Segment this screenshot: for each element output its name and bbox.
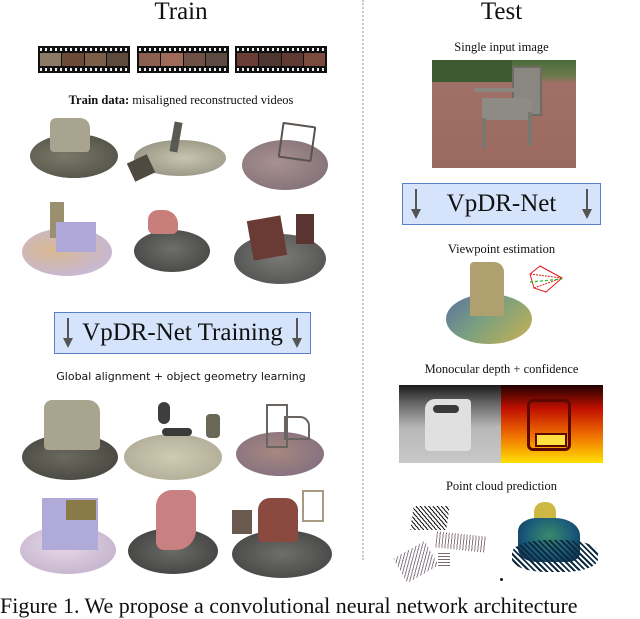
- video-filmstrip-3: [235, 46, 327, 73]
- down-arrow-icon: [411, 189, 421, 219]
- video-filmstrip-2: [137, 46, 229, 73]
- aligned-pink-chair: [128, 486, 220, 574]
- down-arrow-icon: [63, 318, 73, 348]
- reconstruction-metal-chair: [240, 120, 330, 190]
- reconstruction-pink-chair: [132, 208, 212, 272]
- train-data-caption: Train data: misaligned reconstructed vid…: [0, 93, 362, 108]
- reconstruction-sofa-chair: [22, 202, 114, 276]
- viewpoint-chair-reconstruction: [446, 258, 536, 344]
- reconstruction-armchair-gray: [30, 118, 120, 180]
- aligned-office-chair: [124, 400, 222, 480]
- vpdr-net-training-box: VpDR-Net Training: [54, 312, 311, 354]
- point-cloud-gray: [392, 502, 488, 584]
- down-arrow-icon: [582, 189, 592, 219]
- depth-map: [399, 385, 501, 463]
- confidence-map: [501, 385, 603, 463]
- aligned-leather-chairs: [228, 488, 334, 578]
- figure-caption: Figure 1. We propose a convolutional neu…: [0, 593, 578, 618]
- camera-frustum-icon: [529, 265, 563, 293]
- train-title: Train: [154, 0, 208, 25]
- monocular-depth-caption: Monocular depth + confidence: [424, 362, 579, 376]
- global-alignment-caption: Global alignment + object geometry learn…: [56, 370, 306, 383]
- vpdr-net-box: VpDR-Net: [402, 183, 601, 225]
- down-arrow-icon: [292, 318, 302, 348]
- aligned-armchair-gray: [22, 398, 118, 480]
- column-divider: [362, 0, 364, 560]
- test-title: Test: [480, 0, 523, 25]
- vpdr-net-label: VpDR-Net: [446, 190, 557, 217]
- vpdr-net-training-label: VpDR-Net Training: [82, 319, 283, 346]
- input-photo-wooden-chair: [432, 60, 576, 168]
- reconstruction-office-chair: [126, 121, 226, 184]
- point-cloud-colored: [500, 500, 606, 581]
- single-input-image-caption: Single input image: [454, 40, 549, 54]
- train-data-label: Train data:: [68, 93, 130, 107]
- video-filmstrip-1: [38, 46, 130, 73]
- reconstruction-leather-chairs: [216, 210, 326, 284]
- aligned-metal-chair: [236, 402, 326, 476]
- aligned-sofa-chair: [20, 488, 118, 574]
- train-data-description: misaligned reconstructed videos: [129, 93, 294, 107]
- viewpoint-estimation-caption: Viewpoint estimation: [447, 242, 556, 256]
- point-cloud-caption: Point cloud prediction: [445, 479, 558, 493]
